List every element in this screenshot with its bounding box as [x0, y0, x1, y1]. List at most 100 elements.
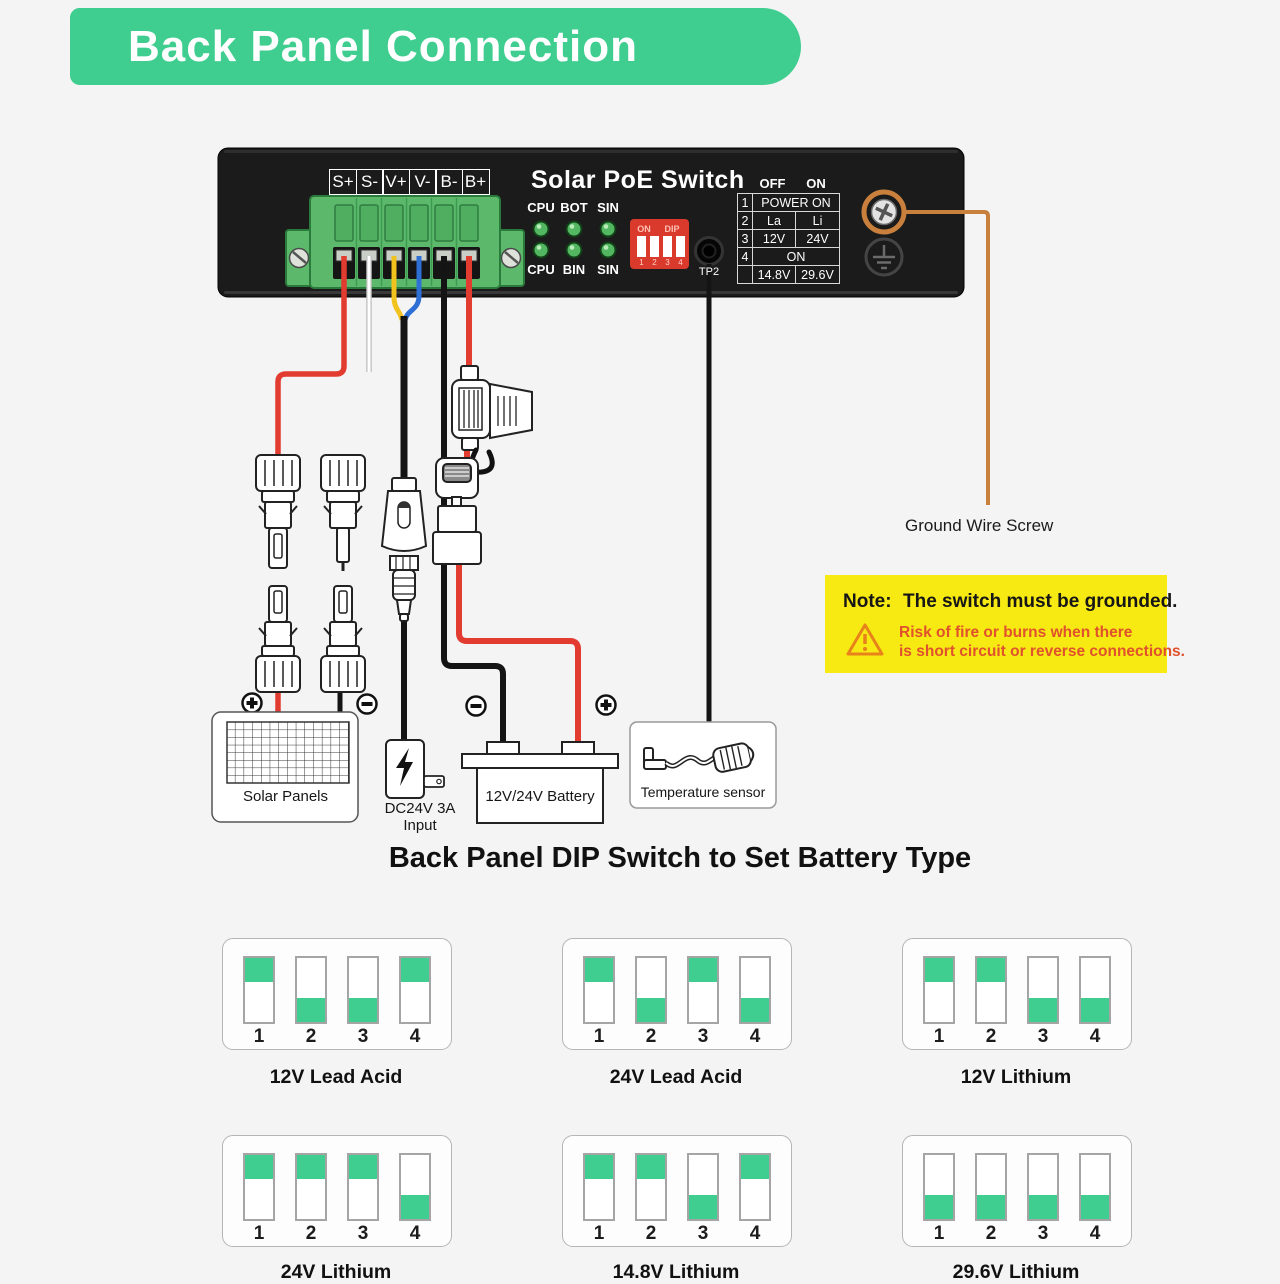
table-cell: 4: [737, 247, 753, 266]
svg-text:3: 3: [665, 258, 670, 267]
page-title: Back Panel Connection: [128, 21, 639, 71]
led-indicators: [532, 220, 617, 259]
dip-switch-down: [399, 1153, 431, 1221]
table-cell: 1: [737, 193, 753, 212]
dip-numbers: 1 2 3 4: [639, 258, 683, 267]
battery: [461, 741, 619, 824]
dip-switch-number: 2: [305, 1026, 317, 1047]
dip-switch-number: 4: [749, 1223, 761, 1244]
dip-switch-up: [243, 956, 275, 1024]
warning-text: is short circuit or reverse connections.: [899, 643, 1185, 660]
dip-switch-number: 1: [593, 1223, 605, 1244]
dip-switch-row: [923, 1153, 1111, 1221]
dip-card-label: 24V Lithium: [280, 1261, 392, 1283]
table-cell: 3: [737, 229, 753, 248]
svg-text:4: 4: [678, 258, 683, 267]
section-heading: Back Panel DIP Switch to Set Battery Typ…: [388, 842, 972, 874]
dip-switch-number: 3: [357, 1026, 369, 1047]
warning-triangle-icon: [846, 623, 884, 656]
note-prefix: Note:: [843, 591, 892, 612]
minus-icon: [356, 693, 378, 715]
battery-label: 12V/24V Battery: [485, 788, 595, 805]
wire-battery-positive-bottom: [456, 560, 581, 744]
note-text: The switch must be grounded.: [903, 591, 1178, 612]
led-label: SIN: [597, 200, 619, 215]
dip-switch-number: 2: [645, 1223, 657, 1244]
ground-wire-screw-label: Ground Wire Screw: [905, 516, 1054, 535]
dip-switch-number: 1: [593, 1026, 605, 1047]
table-header-off: OFF: [759, 176, 786, 191]
dip-switch-number: 2: [985, 1026, 997, 1047]
dip-switch-down: [1027, 956, 1059, 1024]
dip-card: 1 2 3 4: [222, 938, 452, 1050]
terminal-label: V+: [382, 169, 410, 195]
dc-adapter: [385, 739, 445, 799]
dip-switch-row: [243, 956, 431, 1024]
dip-switch-number: 1: [933, 1026, 945, 1047]
dip-switch-down: [295, 956, 327, 1024]
terminal-screw: [288, 247, 522, 269]
wire-solar-positive: [275, 256, 347, 456]
svg-text:2: 2: [652, 258, 657, 267]
ground-wire-line: [905, 210, 990, 505]
terminal-label: B-: [435, 169, 463, 195]
terminal-block: [285, 195, 525, 289]
dip-switch-number: 2: [985, 1223, 997, 1244]
dip-switch-up: [923, 956, 955, 1024]
mc4-connector: [320, 585, 366, 693]
dip-switch-row: [583, 1153, 771, 1221]
ground-screw: [861, 189, 907, 235]
table-cell: 14.8V: [752, 265, 796, 284]
table-cell: La: [752, 211, 796, 230]
dip-switch-up: [243, 1153, 275, 1221]
dip-switch-number: 3: [357, 1223, 369, 1244]
dip-switch-up: [583, 1153, 615, 1221]
dip-switch-number: 3: [1037, 1223, 1049, 1244]
plus-icon: [241, 692, 263, 714]
ground-symbol-icon: [864, 237, 904, 277]
temperature-sensor-icon: [643, 742, 755, 773]
dip-switch-down: [347, 956, 379, 1024]
dip-switch-down: [739, 956, 771, 1024]
dip-card-label: 14.8V Lithium: [612, 1261, 740, 1283]
table-cell: Li: [795, 211, 840, 230]
dip-switch-down: [1079, 956, 1111, 1024]
dip-switch-up: [583, 956, 615, 1024]
table-cell: 12V: [752, 229, 796, 248]
dip-on-label: ON: [637, 224, 651, 234]
dip-switch-down: [635, 956, 667, 1024]
dip-card-label: 29.6V Lithium: [952, 1261, 1080, 1283]
dip-switch-up: [975, 956, 1007, 1024]
dip-switch-number: 4: [409, 1026, 421, 1047]
table-header-on: ON: [806, 176, 826, 191]
dip-switch-number: 4: [409, 1223, 421, 1244]
dip-switch-row: [923, 956, 1111, 1024]
dip-switch-number: 1: [253, 1026, 265, 1047]
dip-switch-up: [687, 956, 719, 1024]
mc4-connector: [255, 585, 301, 693]
mc4-connector: [320, 454, 366, 571]
dip-card-label: 12V Lead Acid: [269, 1066, 403, 1088]
led-label: BOT: [560, 200, 588, 215]
temperature-sensor-label: Temperature sensor: [640, 784, 766, 800]
led-label: CPU: [527, 262, 555, 277]
mc4-connector: [255, 454, 301, 569]
dip-switch-up: [739, 1153, 771, 1221]
lightning-icon: [396, 748, 413, 786]
dip-switch-number: 3: [697, 1026, 709, 1047]
dip-switch-down: [1079, 1153, 1111, 1221]
table-cell: 24V: [795, 229, 840, 248]
table-cell: POWER ON: [752, 193, 840, 212]
plus-icon: [595, 694, 617, 716]
terminal-label: S-: [355, 169, 384, 195]
dip-switch-number: 1: [933, 1223, 945, 1244]
